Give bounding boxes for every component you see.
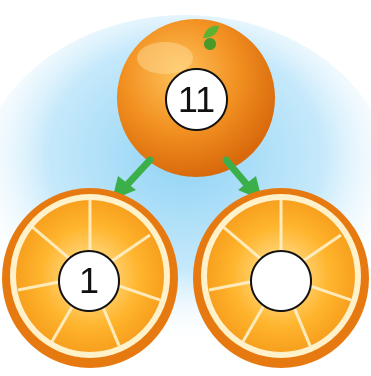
left-half-number: 1 [58, 250, 120, 312]
right-half-answer-blank[interactable] [250, 250, 312, 312]
whole-orange-number: 11 [165, 68, 228, 131]
